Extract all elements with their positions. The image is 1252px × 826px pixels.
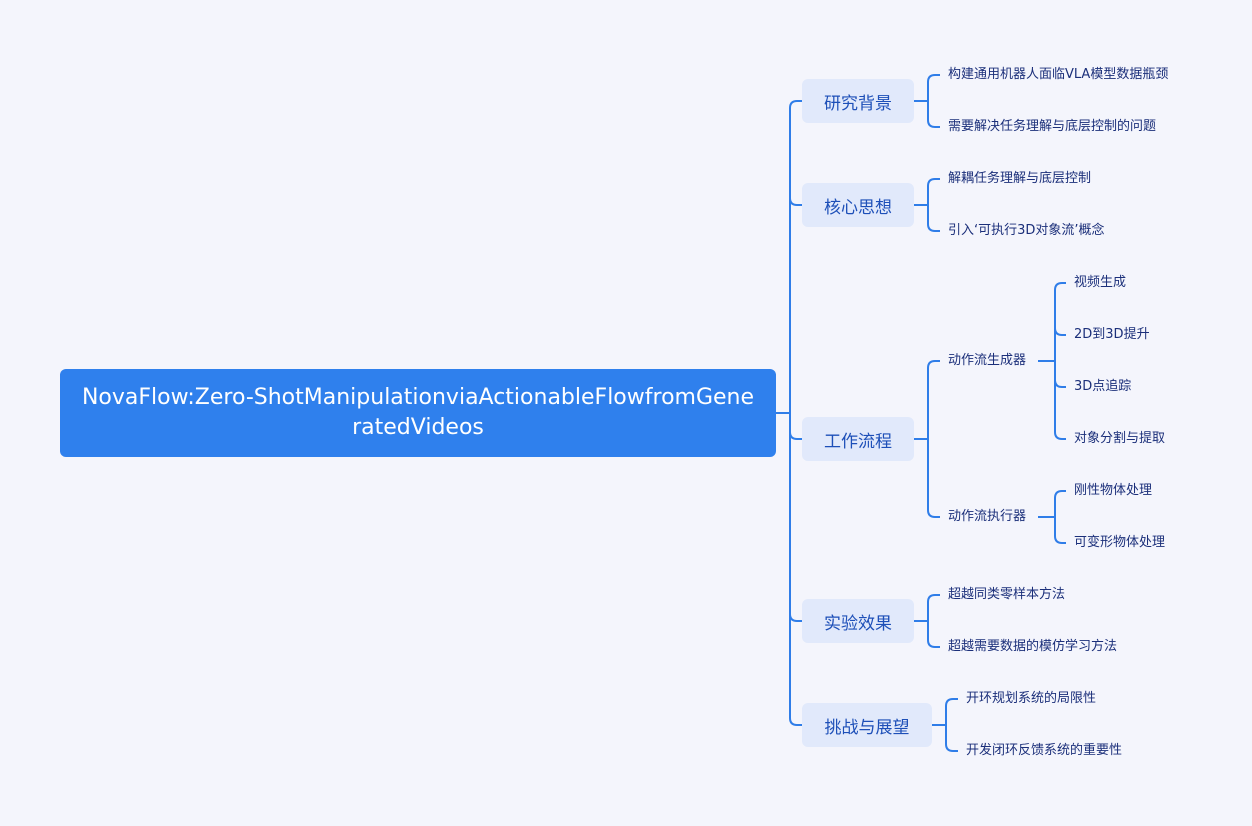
connector [1038, 490, 1066, 544]
connector [1038, 282, 1066, 440]
leaf-node[interactable]: 可变形物体处理 [1074, 535, 1166, 550]
connector [932, 698, 958, 752]
category-results[interactable]: 实验效果 [802, 599, 914, 643]
root-node[interactable]: NovaFlow:Zero-ShotManipulationviaActiona… [60, 369, 776, 457]
leaf-node[interactable]: 对象分割与提取 [1074, 431, 1166, 446]
category-label: 挑战与展望 [824, 717, 910, 738]
leaf-node[interactable]: 解耦任务理解与底层控制 [948, 171, 1092, 186]
leaf-node[interactable]: 开环规划系统的局限性 [966, 691, 1097, 706]
leaf-node[interactable]: 引入‘可执行3D对象流’概念 [948, 223, 1105, 238]
leaf-node[interactable]: 2D到3D提升 [1074, 327, 1150, 342]
leaf-node[interactable]: 刚性物体处理 [1074, 483, 1153, 498]
category-label: 实验效果 [824, 613, 892, 634]
category-core-idea[interactable]: 核心思想 [802, 183, 914, 227]
subtopic-flow-generator[interactable]: 动作流生成器 [948, 353, 1027, 368]
category-challenges[interactable]: 挑战与展望 [802, 703, 932, 747]
category-label: 核心思想 [824, 197, 892, 218]
connector [914, 360, 940, 518]
leaf-node[interactable]: 开发闭环反馈系统的重要性 [966, 743, 1123, 758]
category-label: 工作流程 [824, 431, 892, 452]
leaf-node[interactable]: 超越同类零样本方法 [948, 587, 1066, 602]
connector [914, 74, 940, 128]
connector [914, 178, 940, 232]
root-title: NovaFlow:Zero-ShotManipulationviaActiona… [81, 385, 755, 440]
connector [914, 594, 940, 648]
connector [776, 100, 802, 726]
category-research-background[interactable]: 研究背景 [802, 79, 914, 123]
leaf-node[interactable]: 3D点追踪 [1074, 379, 1132, 394]
category-label: 研究背景 [824, 93, 892, 114]
category-workflow[interactable]: 工作流程 [802, 417, 914, 461]
leaf-node[interactable]: 视频生成 [1074, 275, 1127, 290]
leaf-node[interactable]: 构建通用机器人面临VLA模型数据瓶颈 [948, 67, 1169, 82]
leaf-node[interactable]: 需要解决任务理解与底层控制的问题 [948, 119, 1157, 134]
leaf-node[interactable]: 超越需要数据的模仿学习方法 [948, 639, 1118, 654]
subtopic-flow-executor[interactable]: 动作流执行器 [948, 509, 1027, 524]
